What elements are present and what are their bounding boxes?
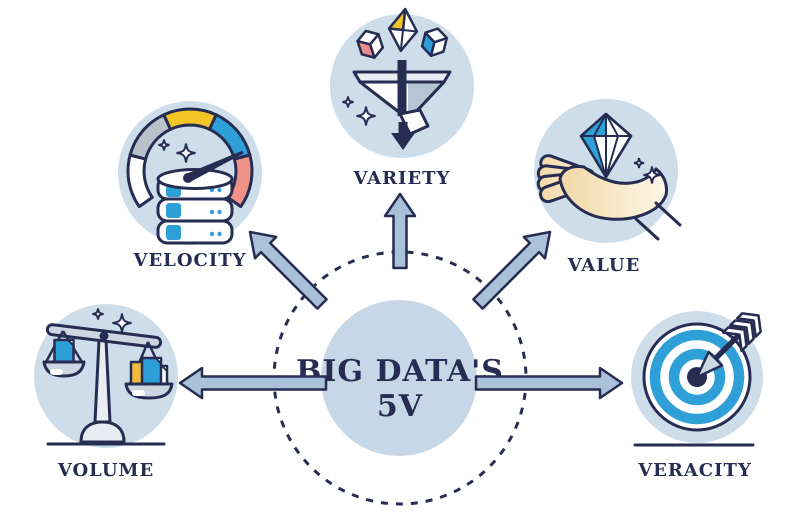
arrow-up-right-icon [472, 230, 552, 310]
funnel-down-arrow [391, 122, 415, 150]
node-velocity [118, 101, 262, 245]
database-icon [156, 168, 234, 245]
target-arrow-icon [633, 312, 762, 447]
cube-blue [420, 27, 449, 58]
node-labels: VARIETY VELOCITY VALUE VOLUME VERACITY [57, 168, 752, 481]
funnel-shapes-icon [341, 7, 452, 150]
right-pan [124, 341, 174, 400]
label-velocity: VELOCITY [132, 250, 246, 271]
center-title-line1: BIG DATA'S [296, 354, 504, 389]
label-value: VALUE [567, 255, 641, 276]
hand-diamond-icon [536, 112, 682, 241]
arrow-up-left-icon [248, 230, 328, 310]
hand [536, 154, 682, 241]
label-variety: VARIETY [353, 168, 451, 189]
arrow-right-icon [474, 366, 624, 400]
diamond-icon [579, 112, 633, 179]
node-veracity [631, 311, 763, 447]
octahedron-yellow [387, 7, 419, 53]
gauge-needle [183, 150, 244, 183]
node-value [534, 99, 682, 243]
center-circle [321, 300, 477, 456]
center-hub: BIG DATA'S 5V [272, 250, 528, 506]
left-pan [42, 330, 86, 378]
balance-scale-icon [42, 307, 174, 446]
node-variety [330, 7, 474, 158]
arrow-left-icon [178, 366, 328, 400]
dart [695, 312, 762, 379]
scale-pivot [99, 331, 109, 341]
scale-post [93, 338, 112, 424]
connector-arrows [178, 192, 624, 400]
node-volume [34, 304, 178, 448]
label-volume: VOLUME [57, 460, 154, 481]
arrow-up-icon [383, 192, 417, 270]
label-veracity: VERACITY [637, 460, 752, 481]
gauge-arc [126, 107, 254, 209]
center-title-line2: 5V [377, 389, 423, 424]
scale-base [79, 420, 126, 444]
funnel-arrow-stem [397, 60, 407, 116]
cube-pink [356, 29, 385, 59]
speedometer-database-icon [126, 107, 254, 245]
wrist-lines [634, 201, 682, 241]
